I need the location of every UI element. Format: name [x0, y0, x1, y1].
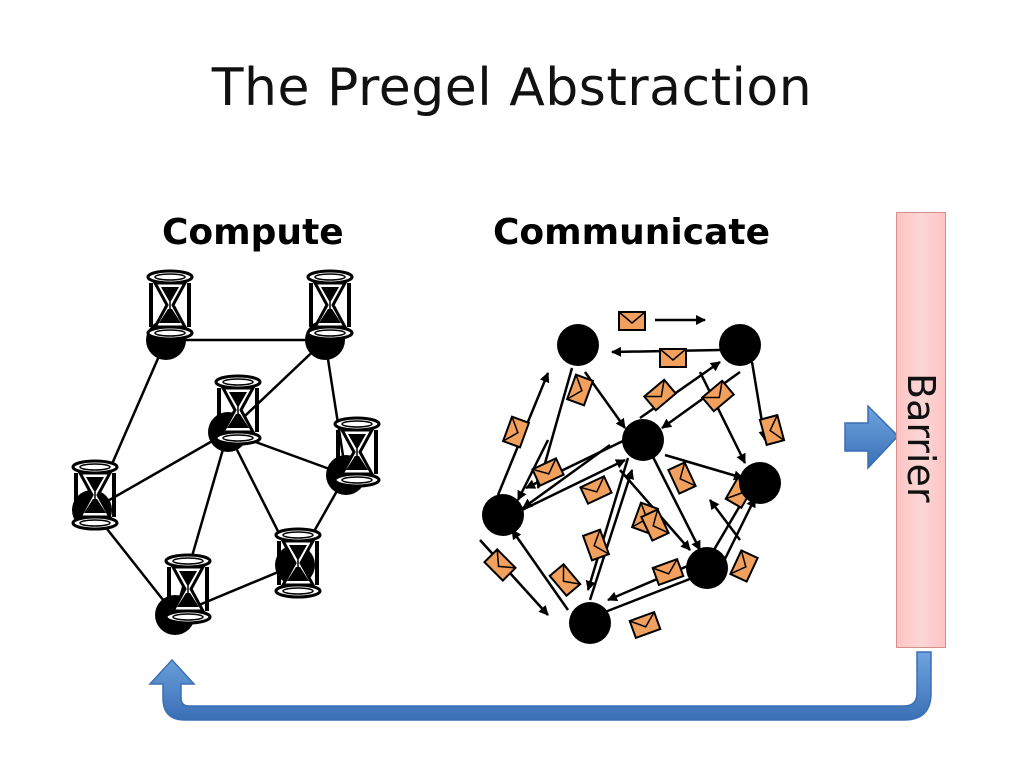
communicate-label: Communicate [493, 212, 771, 253]
hourglass-icon [306, 269, 354, 341]
barrier-box: Barrier [896, 212, 946, 648]
envelope-icon [618, 311, 646, 331]
communicate-node [482, 494, 524, 536]
message-arrow [604, 573, 701, 614]
compute-label: Compute [162, 212, 344, 253]
envelope-icon [566, 373, 594, 407]
communicate-node [622, 419, 664, 461]
message-arrow [709, 499, 741, 541]
compute-node [208, 374, 262, 452]
communicate-graph [479, 311, 786, 644]
compute-node [146, 269, 194, 360]
envelope-icon [628, 611, 662, 639]
hourglass-icon [214, 374, 262, 446]
communicate-node [719, 324, 761, 366]
hourglass-icon [146, 269, 194, 341]
envelope-icon [640, 508, 670, 542]
compute-node [71, 459, 119, 531]
communicate-nodes [482, 324, 781, 644]
communicate-node [739, 462, 781, 504]
message-arrow [521, 458, 626, 512]
communicate-node [557, 324, 599, 366]
slide-title: The Pregel Abstraction [211, 58, 813, 118]
message-arrow [720, 497, 757, 566]
compute-node [274, 527, 322, 599]
hourglass-icon [164, 553, 212, 625]
envelope-icon [667, 461, 697, 495]
envelope-icon [758, 414, 786, 446]
message-arrow [664, 453, 744, 481]
compute-graph [71, 269, 381, 635]
envelope-icon [659, 348, 687, 368]
message-arrow [698, 371, 747, 464]
compute-edge [323, 339, 348, 476]
compute-node [155, 553, 212, 635]
message-arrow [585, 457, 630, 591]
message-arrow [588, 469, 634, 601]
compute-node [326, 416, 381, 495]
compute-node [305, 269, 354, 360]
message-arrow [661, 370, 741, 430]
right-arrow-icon [844, 404, 900, 470]
message-arrow [650, 454, 702, 551]
barrier-label: Barrier [899, 373, 943, 503]
envelope-icon [651, 558, 685, 586]
communicate-node [569, 602, 611, 644]
message-arrow [522, 443, 611, 510]
message-arrow [479, 539, 549, 616]
return-arrow-icon [148, 651, 932, 721]
envelope-icon [502, 415, 530, 449]
envelope-icon [729, 549, 759, 583]
envelope-icon [643, 378, 677, 412]
communicate-node [686, 547, 728, 589]
message-arrow [510, 529, 570, 611]
